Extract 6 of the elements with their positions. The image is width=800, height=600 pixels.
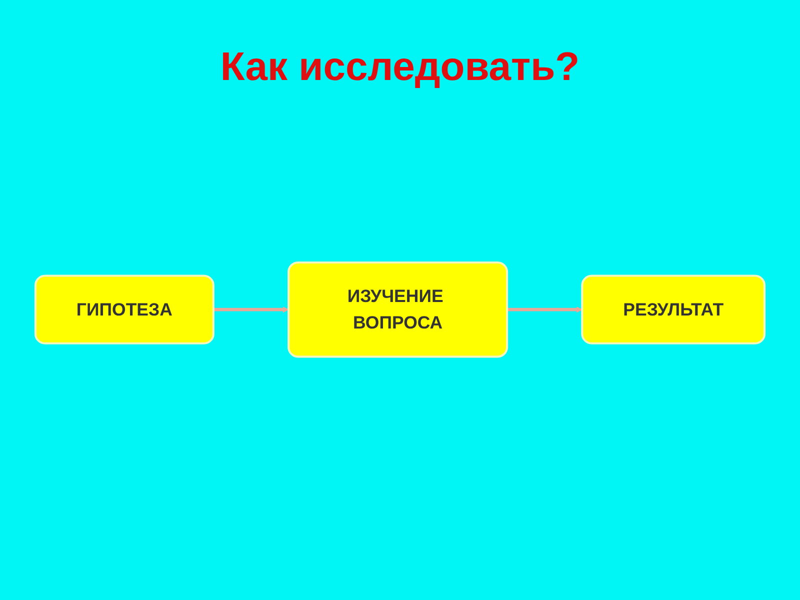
node-box: ГИПОТЕЗА [34, 275, 214, 345]
arrow [507, 307, 582, 313]
title: Как исследовать? [219, 45, 581, 90]
node-box: ИЗУЧЕНИЕ ВОПРОСА [288, 262, 508, 358]
arrow [213, 307, 289, 313]
node-box: РЕЗУЛЬТАТ [581, 275, 766, 345]
